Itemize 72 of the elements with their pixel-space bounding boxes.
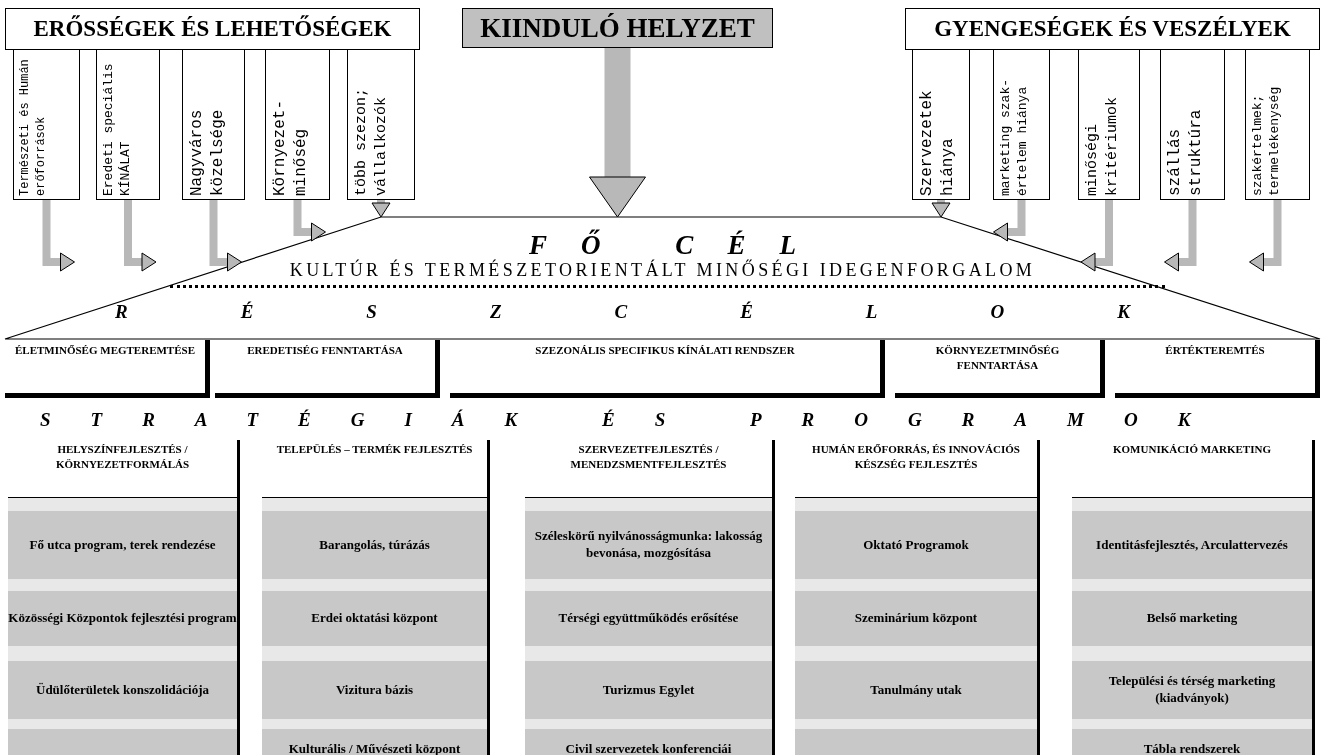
arrow <box>42 200 75 272</box>
subgoal-box: ÉLETMINŐSÉG MEGTEREMTÉSE <box>5 340 210 398</box>
program-column <box>8 440 240 755</box>
program-bar: Települési és térség marketing (kiadványok) <box>1072 661 1312 719</box>
arrow <box>1164 200 1197 272</box>
program-bar: Civil szervezetek konferenciái <box>525 729 772 755</box>
goal-statement: KULTÚR ÉS TERMÉSZETORIENTÁLT MINŐSÉGI IDEGENFORGALOM <box>288 261 1037 281</box>
goal-title: FŐ CÉL <box>529 231 831 260</box>
factor-box <box>912 50 970 200</box>
arrow <box>1249 200 1282 272</box>
arrow <box>931 200 951 218</box>
program-column <box>1072 440 1315 755</box>
column-title: HELYSZÍNFEJLESZTÉS / KÖRNYEZETFORMÁLÁS <box>54 442 191 472</box>
section-header: ERŐSSÉGEK ÉS LEHETŐSÉGEK <box>5 8 420 50</box>
program-column <box>262 440 490 755</box>
column-title: TELEPÜLÉS – TERMÉK FEJLESZTÉS <box>275 442 474 457</box>
factor-text: szállás struktúra <box>1165 108 1206 196</box>
factor-text: több szezon; vállalkozók <box>352 86 391 196</box>
factor-text: Eredeti speciális KÍNÁLAT <box>101 62 134 196</box>
factor-box <box>1245 50 1310 200</box>
program-column <box>525 440 775 755</box>
arrow <box>293 200 326 242</box>
program-bar: Szeminárium központ <box>795 591 1037 646</box>
factor-box <box>96 50 160 200</box>
factor-box <box>347 50 415 200</box>
factor-box <box>993 50 1050 200</box>
program-bar: Identitásfejlesztés, Arculattervezés <box>1072 511 1312 579</box>
goal-trapezoid <box>5 217 1320 339</box>
factor-box <box>1160 50 1225 200</box>
start-box: KIINDULÓ HELYZET <box>462 8 773 48</box>
program-bar: Közösségi Központok fejlesztési program <box>8 591 237 646</box>
factor-box <box>265 50 330 200</box>
factor-text: Természeti és Humán erőforrások <box>18 58 49 196</box>
program-bar: Turizmus Egylet <box>525 661 772 719</box>
program-bar: Barangolás, túrázás <box>262 511 487 579</box>
section-header: GYENGESÉGEK ÉS VESZÉLYEK <box>905 8 1320 50</box>
program-bar: Üdülőterületek konszolidációja <box>8 661 237 719</box>
arrow <box>589 48 646 218</box>
factor-box <box>1078 50 1140 200</box>
factor-box <box>182 50 245 200</box>
program-bar: Tanulmány utak <box>795 661 1037 719</box>
factor-text: Szervezetek hiánya <box>917 89 958 196</box>
arrow <box>209 200 242 272</box>
column-title: KOMUNIKÁCIÓ MARKETING <box>1112 442 1272 457</box>
arrow <box>124 200 157 272</box>
program-bar: Kulturális / Művészeti központ <box>262 729 487 755</box>
program-bar: Fő utca program, terek rendezése <box>8 511 237 579</box>
program-bar: Erdei oktatási központ <box>262 591 487 646</box>
column-title: HUMÁN ERŐFORRÁS, ÉS INNOVÁCIÓS KÉSZSÉG FEJLESZTÉS <box>811 442 1021 472</box>
factor-text: marketing szak- értelem hiánya <box>998 77 1031 196</box>
factor-text: Környezet- minőség <box>270 99 311 196</box>
subgoal-box: KÖRNYEZETMINŐSÉG FENNTARTÁSA <box>895 340 1105 398</box>
program-column <box>795 440 1040 755</box>
factor-text: minőségi kritériumok <box>1083 95 1122 196</box>
factor-text: Nagyváros közelsége <box>187 108 228 196</box>
column-title: SZERVEZETFEJLESZTÉS / MENEDZSMENTFEJLESZTÉS <box>569 442 728 472</box>
program-bar: Vizitura bázis <box>262 661 487 719</box>
subgoal-box: EREDETISÉG FENNTARTÁSA <box>215 340 440 398</box>
subgoal-box: SZEZONÁLIS SPECIFIKUS KÍNÁLATI RENDSZER <box>450 340 885 398</box>
factor-text: szakértelmek; termelékenység <box>1250 85 1283 196</box>
subgoals-title: RÉSZCÉLOK <box>115 302 1243 323</box>
arrow <box>1080 200 1113 272</box>
factor-box <box>13 50 80 200</box>
program-bar: Oktató Programok <box>795 511 1037 579</box>
arrow <box>993 200 1026 242</box>
subgoal-box: ÉRTÉKTEREMTÉS <box>1115 340 1320 398</box>
program-bar: Tábla rendszerek <box>1072 729 1312 755</box>
program-bar: Térségi együttműködés erősítése <box>525 591 772 646</box>
program-bar: Belső marketing <box>1072 591 1312 646</box>
program-bar: Széleskörű nyilvánosságmunka: lakosság bevonása, mozgósítása <box>525 511 772 579</box>
strategies-heading: STRATÉGIÁK ÉS PROGRAMOK <box>40 410 1231 431</box>
arrow <box>371 200 391 218</box>
